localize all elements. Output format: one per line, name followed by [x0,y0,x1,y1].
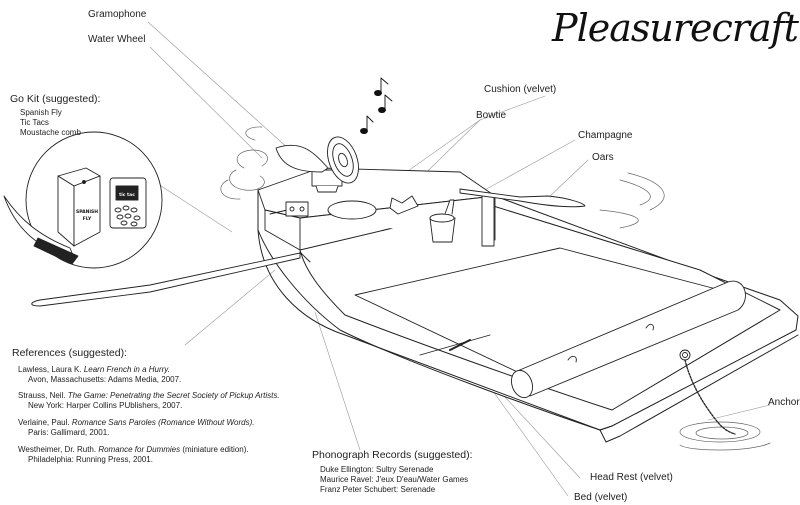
anchor-rope [679,349,736,435]
label-gramophone: Gramophone [88,9,147,20]
reference-publisher: Philadelphia: Running Press, 2001. [28,455,153,464]
water-ripples-right [599,172,665,229]
spanish-fly-box-text-2: FLY [83,216,92,222]
moustache-comb [3,195,79,265]
spanish-fly-box [57,167,101,247]
spanish-fly-box-text-1: SPANISH [76,209,98,215]
reference-entry: Verlaine, Paul. Romance Sans Paroles (Ro… [18,418,254,438]
record-item: Maurice Ravel: J'eux D'eau/Water Games [320,475,469,484]
label-water-wheel: Water Wheel [88,34,146,45]
oarlock-post [481,195,495,247]
tic-tac-box [109,177,147,229]
label-champagne: Champagne [578,130,633,141]
reference-publisher: Avon, Massachusetts: Adams Media, 2007. [28,375,182,384]
anchor-ripples [679,421,771,451]
reference-publisher: New York: Harper Collins PUblishers, 200… [28,401,183,410]
record-item: Franz Peter Schubert: Serenade [320,485,436,494]
champagne-bucket [429,199,456,243]
reference-entry: Strauss, Neil. The Game: Penetrating the… [18,391,280,411]
water-wheel [285,201,309,217]
label-cushion: Cushion (velvet) [484,84,557,95]
label-bed: Bed (velvet) [574,492,628,503]
music-notes [360,77,393,135]
reference-entry: Westheimer, Dr. Ruth. Romance for Dummie… [18,445,249,465]
go-kit-item: Moustache comb [20,128,81,137]
references-heading: References (suggested): [12,347,127,359]
reference-publisher: Paris: Gallimard, 2001. [28,428,110,437]
reference-entry: Lawless, Laura K. Learn French in a Hurr… [18,365,181,385]
cushion-velvet [327,200,377,220]
bowtie [389,195,419,215]
reference-author: Verlaine, Paul. [18,418,72,427]
oars [31,188,586,307]
page-title: Pleasurecraft [552,6,799,50]
reference-title: The Game: Penetrating the Secret Society… [67,391,280,400]
label-bowtie: Bowtie [476,110,507,121]
go-kit-item: Spanish Fly [20,108,62,117]
reference-title: Learn French in a Hurry. [83,365,170,374]
gramophone [275,136,359,193]
go-kit-item: Tic Tacs [20,118,49,127]
reference-title: Romance Sans Paroles (Romance Without Wo… [71,418,255,427]
water-ripples-left [220,126,268,200]
label-oars: Oars [592,152,614,163]
tic-tac-box-text: tic tac [119,192,135,198]
record-item: Duke Ellington: Sultry Serenade [320,465,434,474]
label-head-rest: Head Rest (velvet) [590,472,673,483]
head-rest-velvet [511,280,746,399]
go-kit-heading: Go Kit (suggested): [10,93,101,105]
reference-title: Romance for Dummies [98,445,181,454]
reference-author: Lawless, Laura K. [18,365,84,374]
label-anchor: Anchor [768,397,800,408]
reference-rest: (miniature edition). [180,445,249,454]
records-heading: Phonograph Records (suggested): [312,449,473,461]
reference-author: Westheimer, Dr. Ruth. [18,445,99,454]
reference-author: Strauss, Neil. [18,391,68,400]
